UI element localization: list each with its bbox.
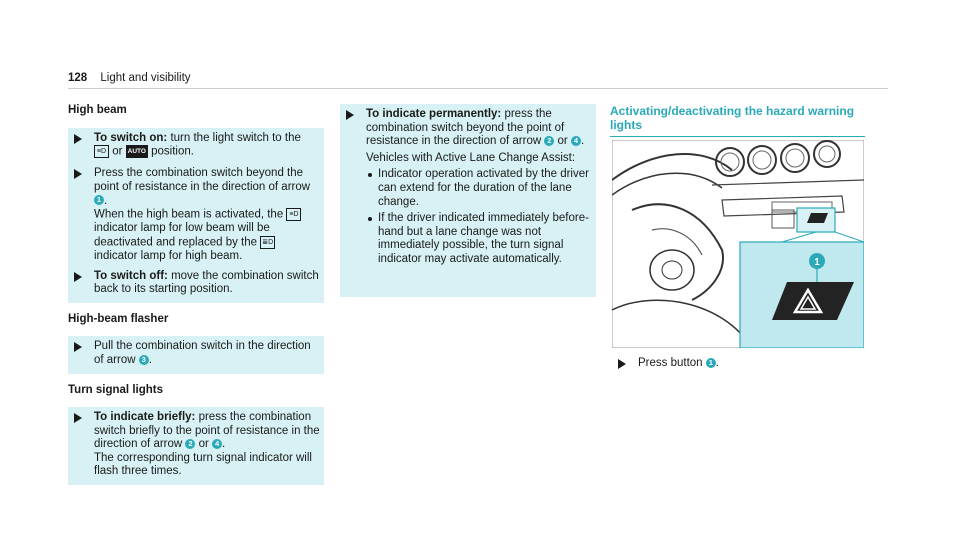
step-flasher: Pull the combination switch in the direc…	[68, 340, 320, 367]
column-3: Activating/deactivating the hazard warni…	[610, 104, 865, 147]
bullet-dot	[368, 173, 372, 178]
flasher-title: High-beam flasher	[68, 312, 169, 325]
callout-badge	[809, 253, 825, 269]
page-header: 128 Light and visibility	[68, 72, 191, 86]
bullet-item: Indicator operation activated by the dri…	[340, 168, 592, 209]
arrow-badge-4: 4	[570, 136, 581, 147]
callout-badge-label: 1	[814, 257, 820, 268]
hazard-switch-illustration: 1	[612, 140, 864, 348]
arrow-badge-2: 2	[185, 439, 196, 450]
flasher-steps: Pull the combination switch in the direc…	[68, 336, 324, 374]
arrow-badge-4: 4	[212, 439, 223, 450]
hazard-section-title: Activating/deactivating the hazard warni…	[610, 104, 865, 137]
auto-light-icon: AUTO	[125, 145, 148, 159]
step-arrow-icon	[74, 271, 82, 282]
section-name: Light and visibility	[100, 72, 191, 84]
bullet-dot	[368, 217, 372, 222]
low-beam-icon: ≡D	[286, 208, 302, 222]
step-arrow-icon	[74, 169, 82, 180]
step-switch-on: To switch on: turn the light switch to t…	[68, 132, 320, 160]
high-beam-icon: ≣D	[260, 235, 276, 249]
high-beam-steps: To switch on: turn the light switch to t…	[68, 127, 324, 303]
turn-signal-steps: To indicate briefly: press the combinati…	[68, 407, 324, 486]
column-2: To indicate permanently: press the combi…	[340, 104, 596, 307]
press-button-step: Press button 1.	[612, 357, 864, 374]
button-badge-1: 1	[705, 357, 716, 368]
step-arrow-icon	[618, 359, 626, 369]
step-briefly: To indicate briefly: press the combinati…	[68, 411, 320, 479]
turn-signal-title: Turn signal lights	[68, 383, 163, 396]
permanent-steps: To indicate permanently: press the combi…	[340, 104, 596, 297]
bullet-item: If the driver indicated immediately befo…	[340, 212, 592, 266]
assist-text: Vehicles with Active Lane Change Assist:	[366, 151, 576, 164]
step-switch-off: To switch off: move the combination swit…	[68, 270, 320, 297]
step-arrow-icon	[346, 110, 354, 120]
header-divider	[68, 88, 888, 89]
step-permanent: To indicate permanently: press the combi…	[340, 108, 592, 149]
step-press: Press the combination switch beyond the …	[68, 167, 320, 263]
arrow-badge-3: 3	[138, 354, 149, 365]
step-arrow-icon	[74, 413, 82, 424]
arrow-badge-2: 2	[544, 136, 555, 147]
column-1: High beam To switch on: turn the light s…	[68, 104, 324, 495]
low-beam-icon: ≡D	[94, 145, 109, 159]
arrow-badge-1: 1	[94, 195, 104, 206]
page-number: 128	[68, 72, 88, 84]
step-arrow-icon	[74, 342, 82, 353]
step-press-hazard: Press button 1.	[612, 357, 864, 371]
step-arrow-icon	[74, 133, 82, 144]
high-beam-title: High beam	[68, 104, 127, 116]
